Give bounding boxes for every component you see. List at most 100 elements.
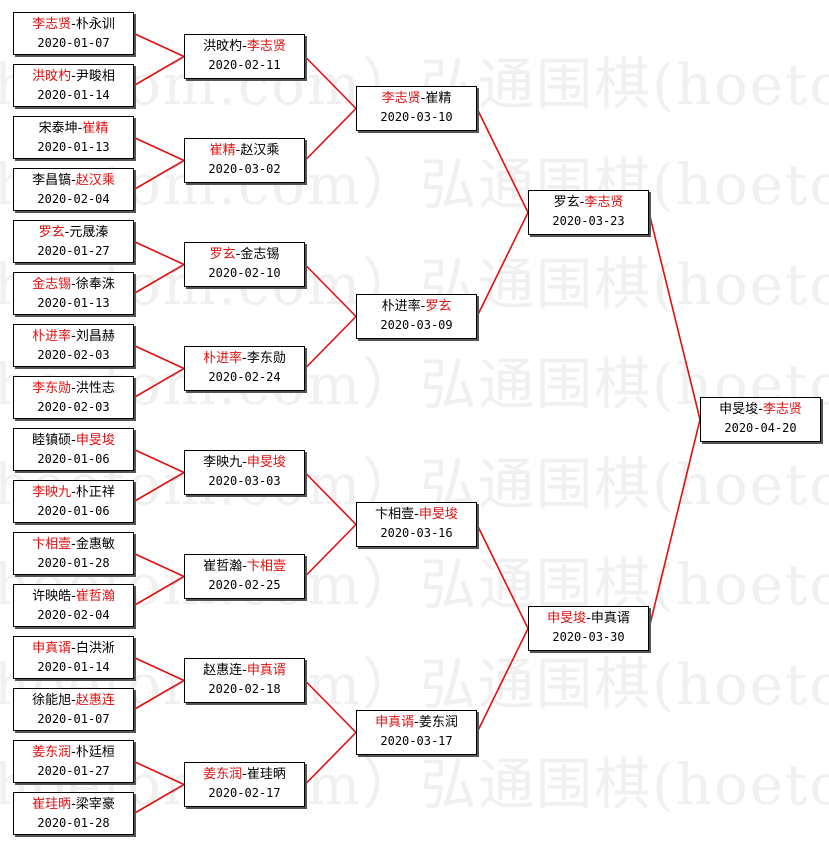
match-date: 2020-01-27 [37,244,110,258]
separator: - [242,663,247,678]
player-name: 金志锡 [32,277,72,292]
player-name: 崔哲瀚 [203,559,243,574]
match-players: 睦镇硕-申旻埈 [14,432,133,450]
bracket-connector-line [133,240,185,266]
match-players: 罗玄-李志贤 [529,194,648,212]
match-date: 2020-03-09 [380,318,453,332]
match-players: 崔珪昞-梁宰豪 [14,796,133,814]
player-name: 姜东润 [203,767,243,782]
match-players: 崔精-赵汉乘 [185,142,304,160]
separator: - [579,195,585,210]
separator: - [64,225,70,240]
player-name: 申真谞 [246,663,286,678]
match-players: 洪旼杓-李志贤 [185,38,304,56]
match-box: 崔珪昞-梁宰豪 2020-01-28 [13,792,134,835]
player-name: 罗玄 [553,195,580,210]
match-date: 2020-02-03 [37,400,110,414]
player-name: 卞相壹 [32,537,72,552]
player-name: 申真谞 [375,715,415,730]
player-name: 李东勋 [32,381,72,396]
match-players: 宋泰坤-崔精 [14,120,133,138]
bracket-connector-line [476,524,529,629]
match-players: 李志贤-朴永训 [14,16,133,34]
match-date: 2020-02-25 [208,578,281,592]
bracket-connector-line [304,315,357,370]
player-name: 李映九 [203,455,243,470]
match-date: 2020-01-06 [37,452,110,466]
match-date: 2020-01-28 [37,816,110,830]
separator: - [420,299,426,314]
bracket-connector-line [648,419,701,629]
separator: - [77,121,83,136]
match-players: 罗玄-元晟溱 [14,224,133,242]
separator: - [420,91,426,106]
separator: - [242,455,247,470]
match-box: 睦镇硕-申旻埈 2020-01-06 [13,428,134,471]
separator: - [71,433,76,448]
match-date: 2020-02-18 [208,682,281,696]
bracket-connector-line [476,212,529,317]
player-name: 赵汉乘 [75,173,115,188]
player-name: 姜东润 [32,745,72,760]
separator: - [71,693,76,708]
player-name: 卞相壹 [375,507,415,522]
player-name: 申旻埈 [547,611,587,626]
bracket-connector-line [476,108,529,213]
match-box: 崔精-赵汉乘 2020-03-02 [184,138,305,183]
player-name: 崔珪昞 [246,767,286,782]
player-name: 崔精 [425,91,452,106]
bracket-connector-line [133,448,185,474]
match-date: 2020-01-07 [37,712,110,726]
match-players: 李昌镐-赵汉乘 [14,172,133,190]
player-name: 元晟溱 [69,225,109,240]
player-name: 李志贤 [32,17,72,32]
separator: - [71,277,76,292]
bracket-connector-line [304,523,357,578]
match-date: 2020-01-13 [37,296,110,310]
bracket-connector-line [304,55,357,110]
player-name: 朴永训 [75,17,115,32]
player-name: 宋泰坤 [38,121,78,136]
match-box: 罗玄-元晟溱 2020-01-27 [13,220,134,263]
player-name: 申旻埈 [418,507,458,522]
player-name: 赵惠连 [203,663,243,678]
player-name: 梁宰豪 [75,797,115,812]
player-name: 申真谞 [590,611,630,626]
player-name: 申旻埈 [719,402,759,417]
separator: - [71,589,76,604]
player-name: 李志贤 [762,402,802,417]
separator: - [586,611,591,626]
separator: - [71,69,76,84]
bracket-connector-line [304,731,357,786]
match-date: 2020-03-10 [380,110,453,124]
match-date: 2020-03-23 [552,214,625,228]
match-date: 2020-02-10 [208,266,281,280]
bracket-connector-line [133,760,185,786]
separator: - [235,143,241,158]
separator: - [71,17,76,32]
separator: - [242,559,247,574]
bracket-connector-line [648,212,701,420]
match-date: 2020-01-14 [37,660,110,674]
separator: - [242,351,247,366]
match-date: 2020-01-13 [37,140,110,154]
match-players: 赵惠连-申真谞 [185,662,304,680]
match-date: 2020-03-02 [208,162,281,176]
player-name: 申旻埈 [246,455,286,470]
player-name: 崔精 [209,143,236,158]
match-players: 洪旼杓-尹畯相 [14,68,133,86]
bracket-connector-line [133,552,185,578]
